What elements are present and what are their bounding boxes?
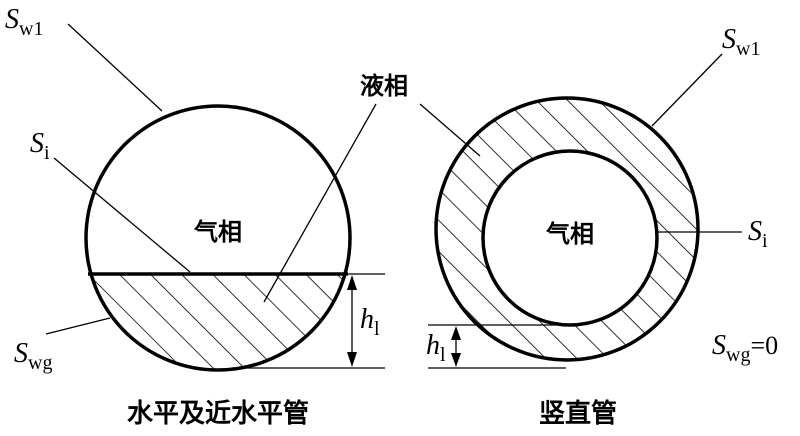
vertical-pipe-caption: 竖直管	[539, 399, 617, 429]
gas-core-interface	[481, 149, 659, 327]
liquid-phase-label: 液相	[360, 72, 408, 100]
gas-phase-label: 气相	[545, 220, 594, 248]
swl-leader	[651, 53, 723, 127]
swl-label: Sw1	[722, 24, 760, 60]
si-leader	[53, 157, 191, 273]
liquid-film	[436, 98, 699, 360]
swg-leader	[45, 317, 111, 335]
hl-arrow-up	[451, 326, 461, 340]
hl-arrow-down	[347, 352, 357, 367]
hl-arrow-up	[347, 275, 357, 290]
hl-label: hl	[426, 330, 446, 366]
liquid-phase-callout: 液相	[263, 72, 481, 303]
vertical-pipe-diagram: 气相 Sw1 Si Swg=0 hl 竖直管	[426, 24, 778, 429]
hl-arrow-down	[451, 353, 461, 367]
hl-label: hl	[360, 304, 380, 340]
si-label: Si	[748, 216, 768, 252]
swg-label: Swg=0	[712, 330, 778, 366]
horizontal-pipe-caption: 水平及近水平管	[127, 399, 309, 429]
horizontal-pipe-diagram: 气相 Sw1 Si Swg hl 水平及近水平管	[5, 4, 385, 429]
pipe-wall	[84, 104, 352, 372]
swl-label: Sw1	[5, 4, 43, 40]
liquid-leader-left	[263, 103, 377, 303]
pipe-wall	[434, 96, 700, 362]
gas-phase-label: 气相	[193, 218, 242, 246]
si-label: Si	[30, 128, 50, 164]
swl-leader	[67, 23, 163, 112]
swg-label: Swg	[14, 338, 52, 374]
